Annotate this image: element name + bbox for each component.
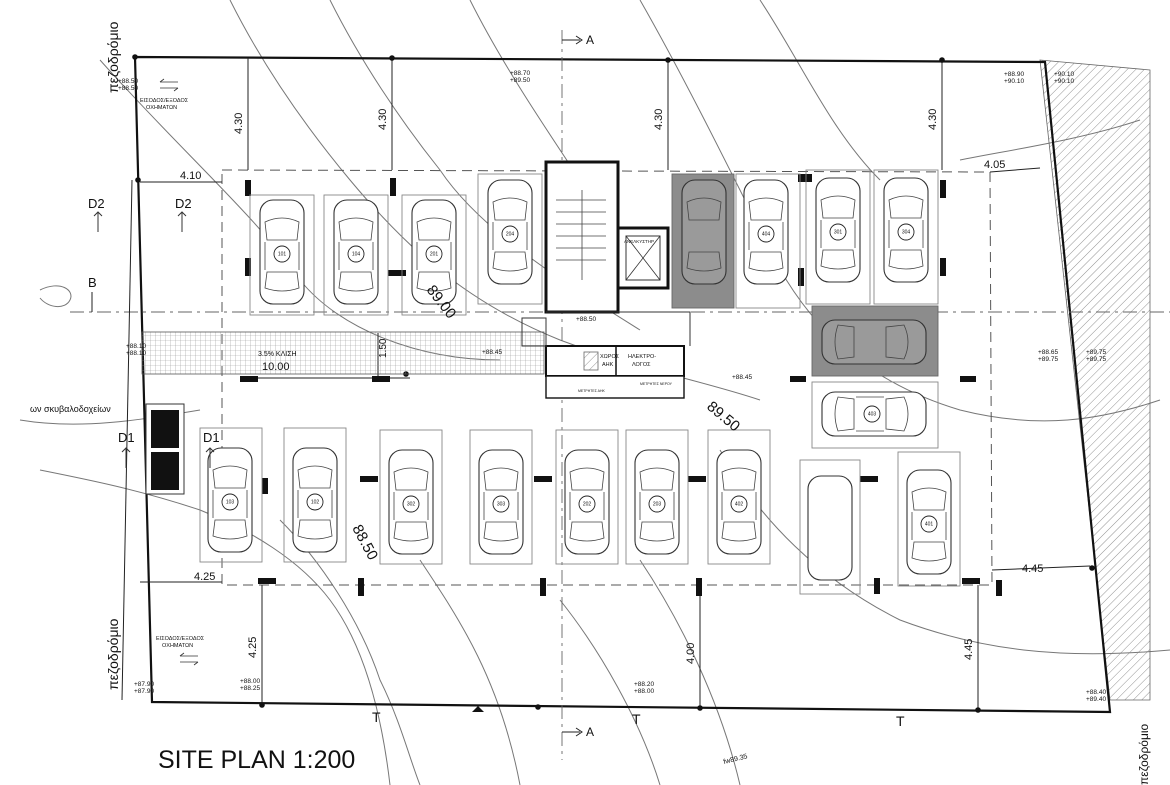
svg-text:4.45: 4.45	[963, 639, 975, 660]
space-label: 201	[430, 251, 439, 257]
space-label: 203	[653, 501, 662, 507]
space-label: 401	[925, 521, 934, 527]
svg-text:+88.65: +88.65	[1038, 349, 1058, 356]
section-label-a-bottom: A	[586, 725, 594, 739]
svg-text:4.10: 4.10	[180, 170, 201, 182]
space-label: 402	[735, 501, 744, 507]
space-label: 102	[311, 499, 320, 505]
svg-text:4.30: 4.30	[927, 109, 939, 130]
svg-text:+89.50: +89.50	[510, 77, 530, 84]
bin-1	[151, 410, 179, 448]
ramp-width: 1.50	[378, 338, 389, 358]
svg-text:+88.50: +88.50	[576, 316, 596, 323]
space-label: 204	[506, 231, 515, 237]
contour-label-3: 88.50	[348, 522, 381, 563]
svg-text:+88.45: +88.45	[482, 349, 502, 356]
svg-text:+88.20: +88.20	[634, 681, 654, 688]
section-label-d2-right: D2	[175, 196, 192, 211]
section-label-d1-left: D1	[118, 430, 135, 445]
room-elec-line1: ΗΛΕΚΤΡΟ-	[628, 354, 656, 360]
vehicle-entrance-top: ΕΙΣΟΔΟΣ/ΕΞΟΔΟΣ ΟΧΗΜΑΤΩΝ	[140, 78, 189, 111]
bins-label: ων σκυβαλοδοχείων	[30, 404, 111, 414]
street-label-top-left: πεζοδρόμιο	[105, 21, 121, 93]
svg-text:4.30: 4.30	[377, 109, 389, 130]
street-kerb	[121, 179, 133, 701]
svg-text:+88.45: +88.45	[732, 374, 752, 381]
svg-text:+88.10: +88.10	[126, 343, 146, 350]
section-label-a-top: A	[586, 33, 594, 47]
room-elec-line2: ΛΟΓΟΣ	[632, 362, 651, 368]
svg-text:4.00: 4.00	[685, 643, 697, 664]
svg-text:+90.10: +90.10	[1004, 78, 1024, 85]
space-label: 104	[352, 251, 361, 257]
section-markers: A A B D2 D2 D1 D1 T T T	[88, 33, 905, 739]
space-label: 404	[762, 231, 771, 237]
svg-text:+89.75: +89.75	[1086, 356, 1106, 363]
building-core	[521, 160, 691, 399]
svg-text:fw89.35: fw89.35	[723, 753, 749, 766]
parked-cars: 101 104 201 204 404 301 304 403 103 102 …	[207, 177, 952, 581]
space-label: 103	[226, 499, 235, 505]
room-ahk-line2: ΑΗΚ	[602, 362, 614, 368]
plan-title: SITE PLAN 1:200	[158, 746, 355, 774]
space-label: 101	[278, 251, 287, 257]
space-label: 304	[902, 229, 911, 235]
svg-text:+88.90: +88.90	[1004, 71, 1024, 78]
svg-text:+89.75: +89.75	[1038, 356, 1058, 363]
svg-text:+88.50: +88.50	[118, 85, 138, 92]
meters-water: ΜΕΤΡΗΤΕΣ ΝΕΡΟΥ	[640, 382, 673, 386]
room-ahk-line1: ΧΩΡΟΣ	[600, 354, 620, 360]
svg-text:4.45: 4.45	[1022, 563, 1043, 575]
svg-text:ΕΙΣΟΔΟΣ/ΕΞΟΔΟΣ: ΕΙΣΟΔΟΣ/ΕΞΟΔΟΣ	[156, 636, 205, 642]
structural-columns	[240, 174, 1002, 596]
svg-text:+88.00: +88.00	[634, 688, 654, 695]
dimension-labels: 4.30 4.30 4.30 4.30 4.10 4.05 4.25 4.25 …	[180, 109, 1043, 664]
space-label: 403	[868, 411, 877, 417]
street-label-bottom-left: πεζοδρόμιο	[105, 618, 121, 690]
svg-text:+88.00: +88.00	[240, 678, 260, 685]
pedestrian-ramp	[141, 331, 545, 375]
svg-text:T: T	[372, 709, 381, 725]
street-label-right: πεζοδρόμιο	[1137, 723, 1151, 785]
building-outline	[221, 169, 993, 586]
svg-text:+88.50: +88.50	[118, 78, 138, 85]
svg-text:+90.10: +90.10	[1054, 71, 1074, 78]
svg-text:4.30: 4.30	[653, 109, 665, 130]
space-label: 303	[497, 501, 506, 507]
neighbour-hatch	[1039, 59, 1151, 701]
svg-text:+88.10: +88.10	[126, 350, 146, 357]
svg-text:ΟΧΗΜΑΤΩΝ: ΟΧΗΜΑΤΩΝ	[146, 105, 177, 111]
ramp-slope: 3.5% ΚΛΙΣΗ	[258, 351, 297, 358]
svg-text:+89.75: +89.75	[1086, 349, 1106, 356]
svg-text:+89.40: +89.40	[1086, 696, 1106, 703]
svg-text:+87.90: +87.90	[134, 681, 154, 688]
svg-text:ΕΙΣΟΔΟΣ/ΕΞΟΔΟΣ: ΕΙΣΟΔΟΣ/ΕΞΟΔΟΣ	[140, 98, 189, 104]
vehicle-entrance-bottom: ΕΙΣΟΔΟΣ/ΕΞΟΔΟΣ ΟΧΗΜΑΤΩΝ	[156, 636, 205, 666]
spot-levels: +88.50+88.50 +88.70+89.50 +88.90+90.10 +…	[118, 70, 1106, 766]
svg-text:+88.40: +88.40	[1086, 689, 1106, 696]
section-label-d2-left: D2	[88, 196, 105, 211]
svg-text:4.30: 4.30	[233, 113, 245, 134]
space-label: 302	[407, 501, 416, 507]
svg-text:+88.70: +88.70	[510, 70, 530, 77]
section-label-b: B	[88, 275, 97, 290]
svg-text:+87.90: +87.90	[134, 688, 154, 695]
svg-text:4.25: 4.25	[194, 571, 215, 583]
meters-ahk: ΜΕΤΡΗΤΕΣ ΑΗΚ	[578, 389, 606, 393]
ramp-length: 10.00	[262, 361, 290, 373]
bin-2	[151, 452, 179, 490]
svg-text:+88.25: +88.25	[240, 685, 260, 692]
lift-label: ΑΝΕΛΚΥΣΤΗΡ	[624, 239, 654, 244]
svg-text:ΟΧΗΜΑΤΩΝ: ΟΧΗΜΑΤΩΝ	[162, 643, 193, 649]
space-label: 202	[583, 501, 592, 507]
svg-text:+90.10: +90.10	[1054, 78, 1074, 85]
svg-text:4.25: 4.25	[247, 637, 259, 658]
section-label-d1-right: D1	[203, 430, 220, 445]
svg-text:T: T	[632, 711, 641, 727]
svg-text:T: T	[896, 713, 905, 729]
svg-text:4.05: 4.05	[984, 159, 1005, 171]
space-label: 301	[834, 229, 843, 235]
